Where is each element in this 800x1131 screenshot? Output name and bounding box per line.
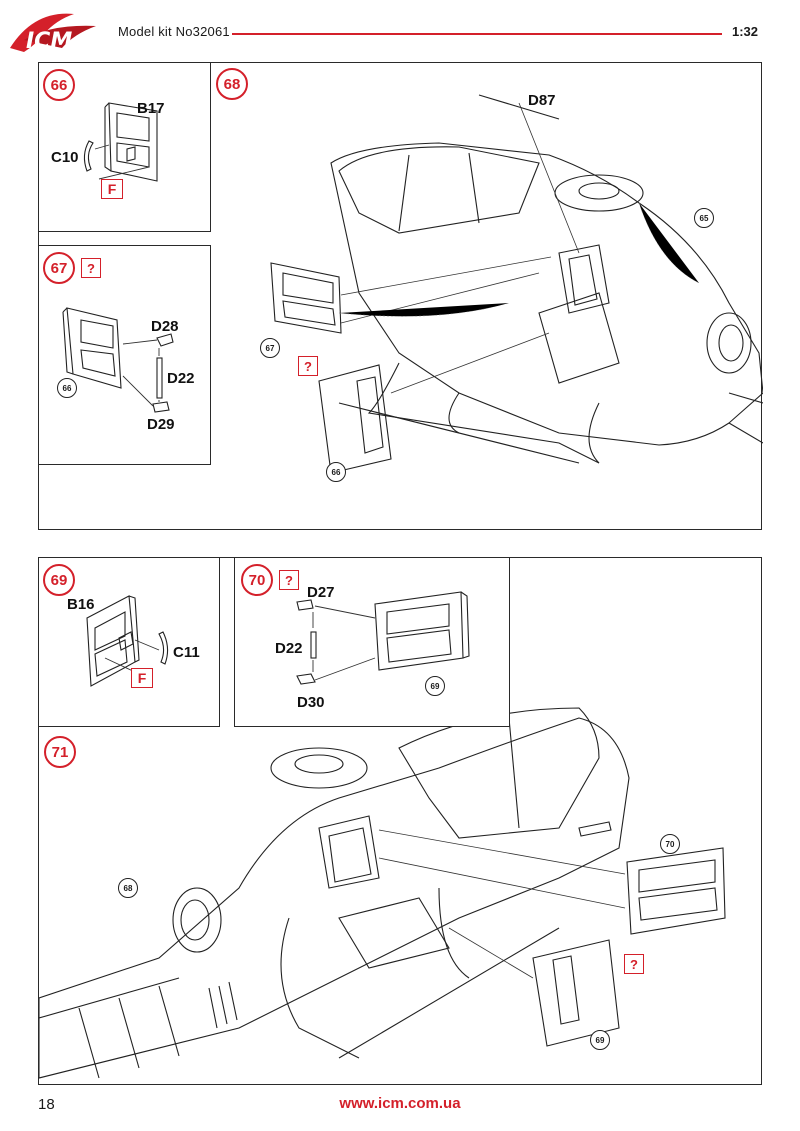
icm-logo: ICM xyxy=(10,13,96,54)
glue-f-marker: F xyxy=(131,668,153,688)
part-d22-label: D22 xyxy=(167,370,195,387)
optional-marker: ? xyxy=(624,954,644,974)
step-71-helicopter-drawing xyxy=(39,707,726,1079)
part-c10-label: C10 xyxy=(51,149,79,166)
optional-marker: ? xyxy=(81,258,101,278)
step-66-drawing xyxy=(83,102,158,182)
part-d28-label: D28 xyxy=(151,318,179,335)
part-c11-label: C11 xyxy=(173,644,200,661)
step-71-badge: 71 xyxy=(44,736,76,768)
step-66-badge: 66 xyxy=(43,69,75,101)
part-d30-label: D30 xyxy=(297,694,325,711)
footer-url[interactable]: www.icm.com.ua xyxy=(339,1095,461,1112)
ref-65-badge: 65 xyxy=(694,208,714,228)
glue-f-marker: F xyxy=(101,179,123,199)
ref-69-badge: 69 xyxy=(590,1030,610,1050)
part-d29-label: D29 xyxy=(147,416,175,433)
page-header: ICM Model kit No32061 1:32 xyxy=(0,0,800,60)
ref-67-badge: 67 xyxy=(260,338,280,358)
step-70-drawing xyxy=(296,591,470,685)
kit-title: Model kit No32061 xyxy=(118,24,230,39)
step-70-badge: 70 xyxy=(241,564,273,596)
svg-text:ICM: ICM xyxy=(26,29,72,54)
ref-70-badge: 70 xyxy=(660,834,680,854)
ref-69-badge: 69 xyxy=(425,676,445,696)
ref-68-badge: 68 xyxy=(118,878,138,898)
scale-label: 1:32 xyxy=(732,24,759,39)
header-rule xyxy=(232,33,722,35)
step-66-panel: 66 B17 C10 F xyxy=(38,62,211,232)
ref-66-badge: 66 xyxy=(326,462,346,482)
optional-marker: ? xyxy=(279,570,299,590)
step-67-panel: 67 ? D28 D22 D29 66 xyxy=(38,245,211,465)
step-68-helicopter-drawing xyxy=(270,94,763,474)
step-69-panel: 69 B16 C11 F xyxy=(38,557,220,727)
step-67-badge: 67 xyxy=(43,252,75,284)
step-69-badge: 69 xyxy=(43,564,75,596)
part-d27-label: D27 xyxy=(307,584,335,601)
step-67-drawing xyxy=(62,307,174,413)
page-number: 18 xyxy=(38,1096,55,1113)
ref-66-badge: 66 xyxy=(57,378,77,398)
step-68-badge: 68 xyxy=(216,68,248,100)
step-69-drawing xyxy=(86,595,169,687)
part-b16-label: B16 xyxy=(67,596,95,613)
part-d87-label: D87 xyxy=(528,92,556,109)
optional-marker: ? xyxy=(298,356,318,376)
part-b17-label: B17 xyxy=(137,100,165,117)
step-70-panel: 70 ? D27 D22 D30 69 xyxy=(234,557,510,727)
part-d22-label: D22 xyxy=(275,640,303,657)
